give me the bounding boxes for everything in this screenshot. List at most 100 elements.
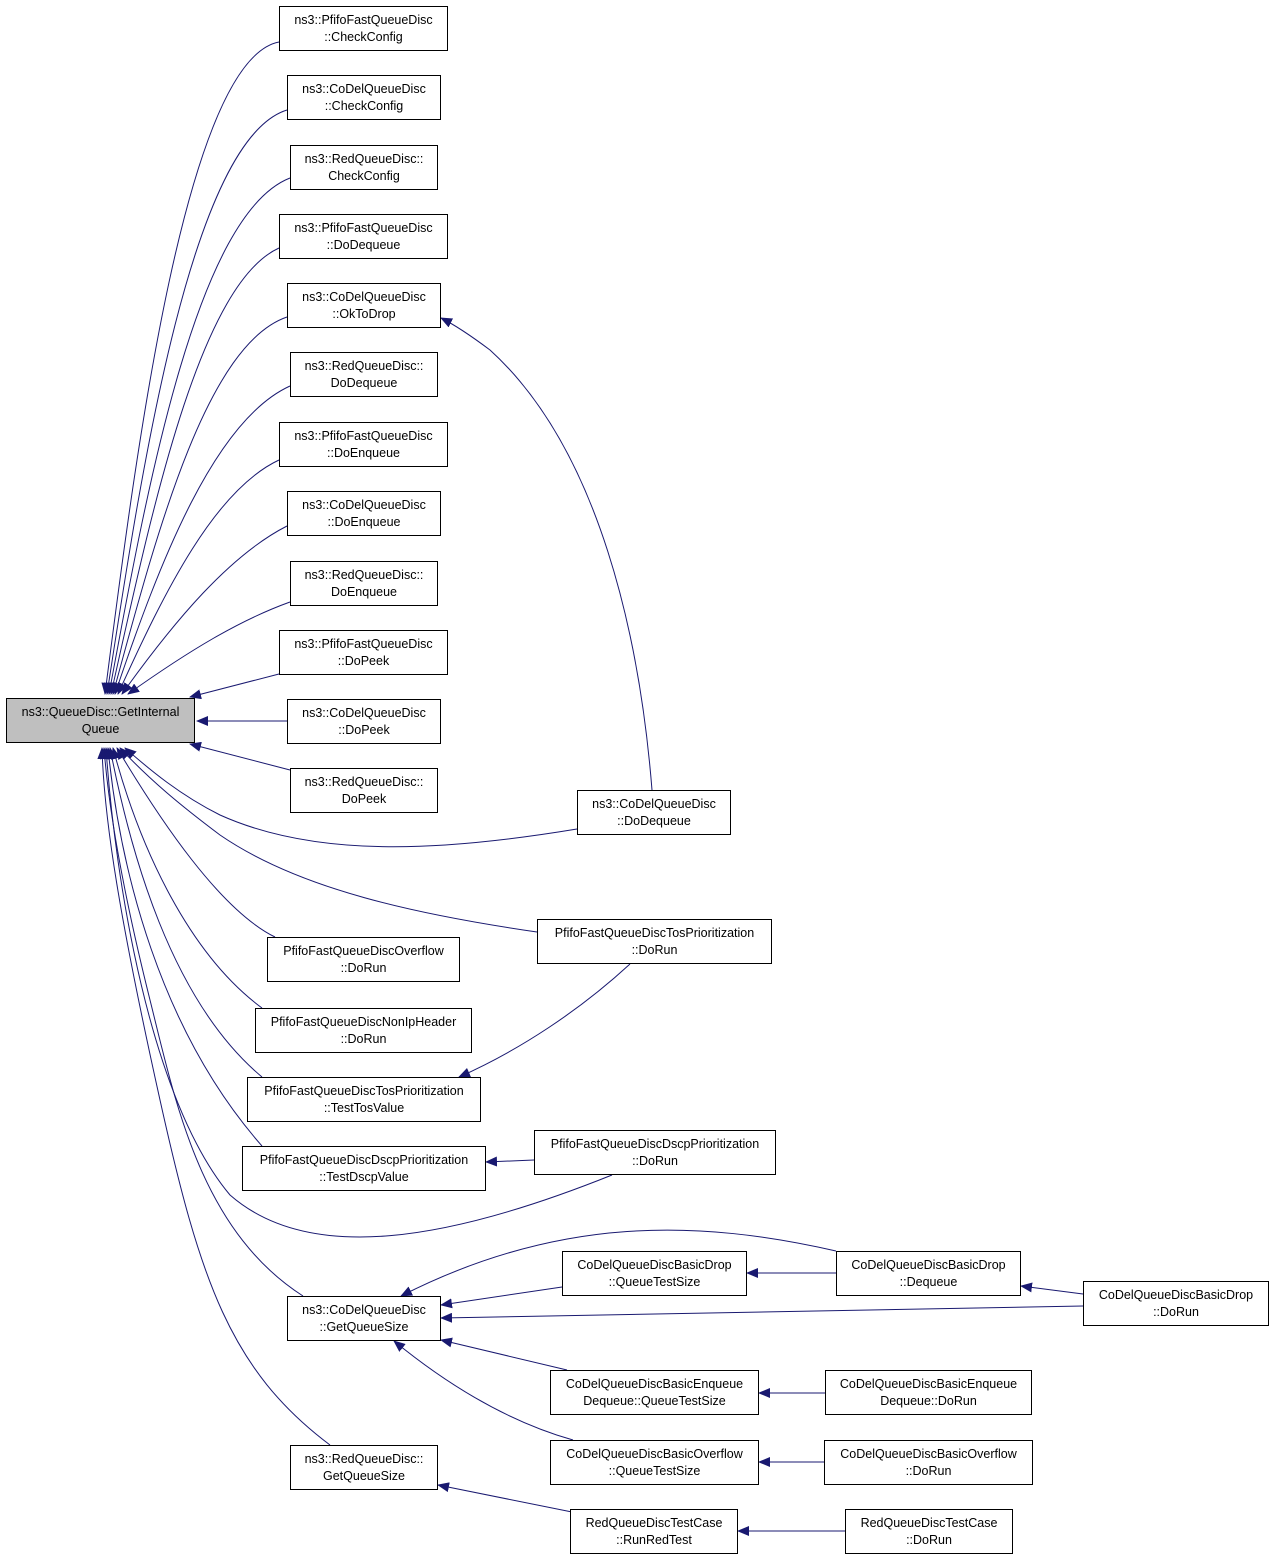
edge-pf_enq-to-root [117, 459, 280, 695]
node-rd-qsize[interactable]: ns3::RedQueueDisc::GetQueueSize [290, 1445, 438, 1490]
node-label-line: ns3::CoDelQueueDisc [302, 705, 426, 720]
edge-pf_nonip_run-to-root [110, 747, 263, 1009]
edge-pf_tos_test-to-root [107, 747, 263, 1078]
node-cd-ok[interactable]: ns3::CoDelQueueDisc::OkToDrop [287, 283, 441, 328]
node-bd-deq[interactable]: CoDelQueueDiscBasicDrop::Dequeue [836, 1251, 1021, 1296]
node-label-line: ns3::CoDelQueueDisc [302, 497, 426, 512]
edge-rd_qsize-to-root [97, 747, 331, 1446]
edge-rt_runred-to-rd_qsize [437, 1482, 573, 1513]
node-label-line: PfifoFastQueueDiscTosPrioritization [264, 1083, 464, 1098]
edge-pf_dscp_run-to-root [101, 747, 613, 1238]
node-pf-check[interactable]: ns3::PfifoFastQueueDisc::CheckConfig [279, 6, 448, 51]
node-rd-deq[interactable]: ns3::RedQueueDisc::DoDequeue [290, 352, 438, 397]
node-pf-ovf-run[interactable]: PfifoFastQueueDiscOverflow::DoRun [267, 937, 460, 982]
edge-bd_run-to-bd_deq [1020, 1282, 1084, 1295]
edge-rd_peek-to-root [189, 741, 291, 771]
edge-pf_peek-to-root [189, 673, 280, 700]
node-label-line: PfifoFastQueueDiscNonIpHeader [270, 1014, 457, 1029]
node-cd-qsize[interactable]: ns3::CoDelQueueDisc::GetQueueSize [287, 1296, 441, 1341]
node-label-line: ns3::RedQueueDisc:: [304, 774, 424, 789]
edge-pf_dscp_test-to-root [104, 747, 263, 1147]
edge-pf_ovf_run-to-root [116, 747, 276, 938]
edge-cd_ok-to-root [111, 316, 288, 695]
node-cd-enq[interactable]: ns3::CoDelQueueDisc::DoEnqueue [287, 491, 441, 536]
node-label-line: ::DoEnqueue [327, 514, 401, 529]
node-label-line: CoDelQueueDiscBasicEnqueue [839, 1376, 1018, 1391]
node-rd-enq[interactable]: ns3::RedQueueDisc::DoEnqueue [290, 561, 438, 606]
edge-bd_deq-to-cd_qsize [400, 1229, 837, 1297]
node-bd-run[interactable]: CoDelQueueDiscBasicDrop::DoRun [1083, 1281, 1269, 1326]
edge-rd_enq-to-root [127, 601, 291, 695]
node-label-line: ::TestDscpValue [319, 1169, 409, 1184]
node-label-line: ns3::PfifoFastQueueDisc [294, 636, 433, 651]
node-label-line: CoDelQueueDiscBasicDrop [577, 1257, 732, 1272]
edge-cd_deq-to-cd_ok [440, 317, 653, 791]
edge-cd_deq-to-root [124, 747, 578, 848]
edge-cd_enq-to-root [121, 525, 288, 695]
edge-pf_check-to-root [101, 41, 280, 695]
node-pf-nonip-run[interactable]: PfifoFastQueueDiscNonIpHeader::DoRun [255, 1008, 472, 1053]
node-label-line: Queue [81, 721, 120, 736]
node-label-line: ns3::PfifoFastQueueDisc [294, 220, 433, 235]
node-cd-deq[interactable]: ns3::CoDelQueueDisc::DoDequeue [577, 790, 731, 835]
node-pf-deq[interactable]: ns3::PfifoFastQueueDisc::DoDequeue [279, 214, 448, 259]
node-label-line: ::TestTosValue [323, 1100, 405, 1115]
node-label-line: ns3::CoDelQueueDisc [302, 289, 426, 304]
edge-rd_deq-to-root [113, 385, 291, 695]
node-label-line: ::DoRun [340, 1031, 387, 1046]
node-label-line: RedQueueDiscTestCase [585, 1515, 723, 1530]
node-label-line: ::QueueTestSize [608, 1274, 701, 1289]
node-rt-run[interactable]: RedQueueDiscTestCase::DoRun [845, 1509, 1013, 1554]
node-label-line: RedQueueDiscTestCase [860, 1515, 998, 1530]
node-cd-peek[interactable]: ns3::CoDelQueueDisc::DoPeek [287, 699, 441, 744]
node-bd-qts[interactable]: CoDelQueueDiscBasicDrop::QueueTestSize [562, 1251, 747, 1296]
node-label-line: ::DoRun [1153, 1304, 1199, 1319]
node-pf-tos-test[interactable]: PfifoFastQueueDiscTosPrioritization::Tes… [247, 1077, 481, 1122]
node-label-line: ::DoDequeue [617, 813, 691, 828]
node-label-line: ns3::CoDelQueueDisc [302, 1302, 426, 1317]
node-label-line: PfifoFastQueueDiscDscpPrioritization [550, 1136, 760, 1151]
node-label-line: ::QueueTestSize [608, 1463, 701, 1478]
node-label-line: ns3::RedQueueDisc:: [304, 567, 424, 582]
node-label-line: ::GetQueueSize [319, 1319, 409, 1334]
node-label-line: ::DoEnqueue [327, 445, 400, 460]
node-pf-tos-run[interactable]: PfifoFastQueueDiscTosPrioritization::DoR… [537, 919, 772, 964]
node-rd-check[interactable]: ns3::RedQueueDisc::CheckConfig [290, 145, 438, 190]
node-label-line: DoEnqueue [330, 584, 398, 599]
node-cd-check[interactable]: ns3::CoDelQueueDisc::CheckConfig [287, 75, 441, 120]
node-pf-dscp-test[interactable]: PfifoFastQueueDiscDscpPrioritization::Te… [242, 1146, 486, 1191]
node-label-line: ::CheckConfig [324, 98, 404, 113]
node-label-line: ns3::RedQueueDisc:: [304, 151, 424, 166]
node-label-line: CheckConfig [328, 168, 400, 183]
node-label-line: PfifoFastQueueDiscDscpPrioritization [259, 1152, 469, 1167]
node-label-line: ::CheckConfig [324, 29, 403, 44]
edge-pf_tos_run-to-pf_tos_test [458, 963, 631, 1078]
node-label-line: Dequeue::QueueTestSize [583, 1393, 726, 1408]
node-label-line: ::DoRun [906, 1532, 952, 1547]
node-label-line: ::Dequeue [899, 1274, 958, 1289]
node-label-line: ns3::RedQueueDisc:: [304, 358, 424, 373]
node-label-line: CoDelQueueDiscBasicDrop [851, 1257, 1006, 1272]
node-label-line: ::DoDequeue [326, 237, 401, 252]
node-label-line: ns3::PfifoFastQueueDisc [294, 428, 433, 443]
node-bo-qts[interactable]: CoDelQueueDiscBasicOverflow::QueueTestSi… [550, 1440, 759, 1485]
node-rt-runred[interactable]: RedQueueDiscTestCase::RunRedTest [570, 1509, 738, 1554]
edge-rd_check-to-root [106, 177, 291, 695]
node-label-line: ::DoRun [632, 1153, 678, 1168]
node-label-line: ::OkToDrop [332, 306, 396, 321]
node-pf-peek[interactable]: ns3::PfifoFastQueueDisc::DoPeek [279, 630, 448, 675]
edge-bd_run-to-cd_qsize [440, 1305, 1084, 1323]
edge-cd_qsize-to-root [99, 747, 304, 1297]
node-rd-peek[interactable]: ns3::RedQueueDisc::DoPeek [290, 768, 438, 813]
edge-cd_check-to-root [103, 109, 288, 695]
node-pf-enq[interactable]: ns3::PfifoFastQueueDisc::DoEnqueue [279, 422, 448, 467]
node-bo-run[interactable]: CoDelQueueDiscBasicOverflow::DoRun [824, 1440, 1033, 1485]
node-label-line: ::DoRun [631, 942, 678, 957]
node-label-line: ::RunRedTest [616, 1532, 692, 1547]
node-label-line: PfifoFastQueueDiscOverflow [283, 943, 444, 958]
node-pf-dscp-run[interactable]: PfifoFastQueueDiscDscpPrioritization::Do… [534, 1130, 776, 1175]
node-label-line: ns3::PfifoFastQueueDisc [294, 12, 433, 27]
